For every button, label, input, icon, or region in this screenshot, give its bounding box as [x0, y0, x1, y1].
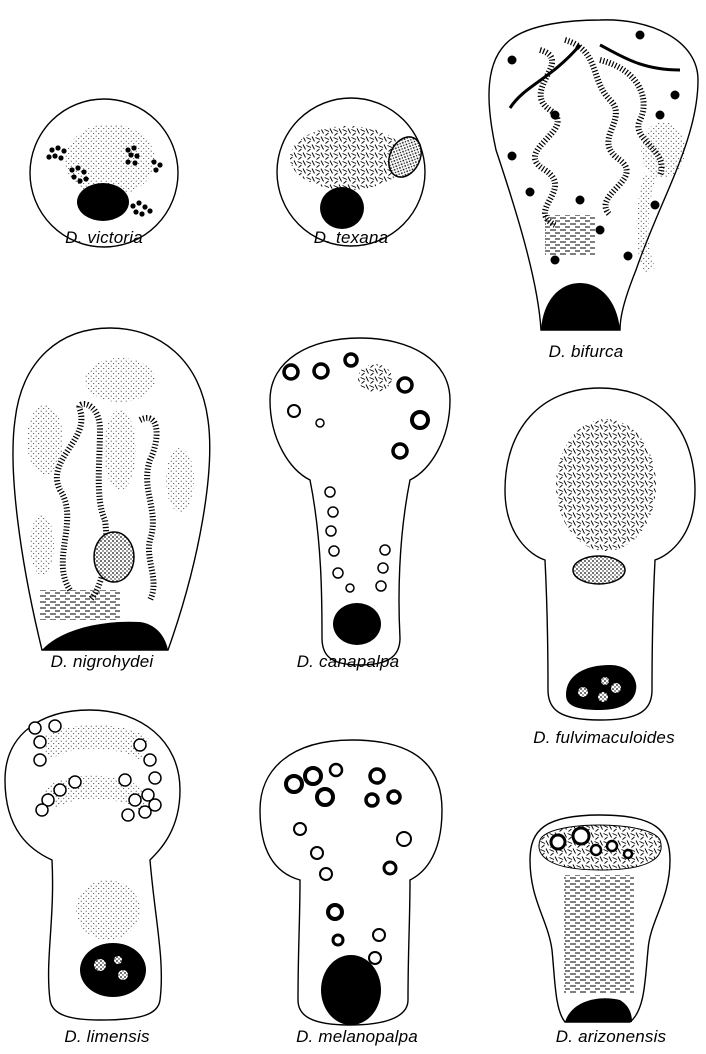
caption-canapalpa: D. canapalpa	[297, 652, 400, 672]
caption-texana: D. texana	[314, 228, 389, 248]
cell-limensis	[5, 710, 180, 1020]
caption-melanopalpa: D. melanopalpa	[296, 1027, 418, 1047]
cell-arizonensis	[530, 815, 670, 1022]
caption-bifurca: D. bifurca	[549, 342, 624, 362]
cell-nigrohydei	[13, 328, 210, 650]
cell-victoria	[30, 99, 178, 247]
cell-bifurca	[489, 20, 698, 330]
caption-fulvimaculoides: D. fulvimaculoides	[533, 728, 675, 748]
cell-texana	[277, 98, 427, 246]
caption-victoria: D. victoria	[65, 228, 143, 248]
cell-melanopalpa	[260, 740, 442, 1025]
caption-limensis: D. limensis	[64, 1027, 149, 1047]
caption-nigrohydei: D. nigrohydei	[51, 652, 154, 672]
cell-fulvimaculoides	[505, 388, 695, 720]
caption-arizonensis: D. arizonensis	[556, 1027, 667, 1047]
cell-canapalpa	[270, 338, 450, 665]
